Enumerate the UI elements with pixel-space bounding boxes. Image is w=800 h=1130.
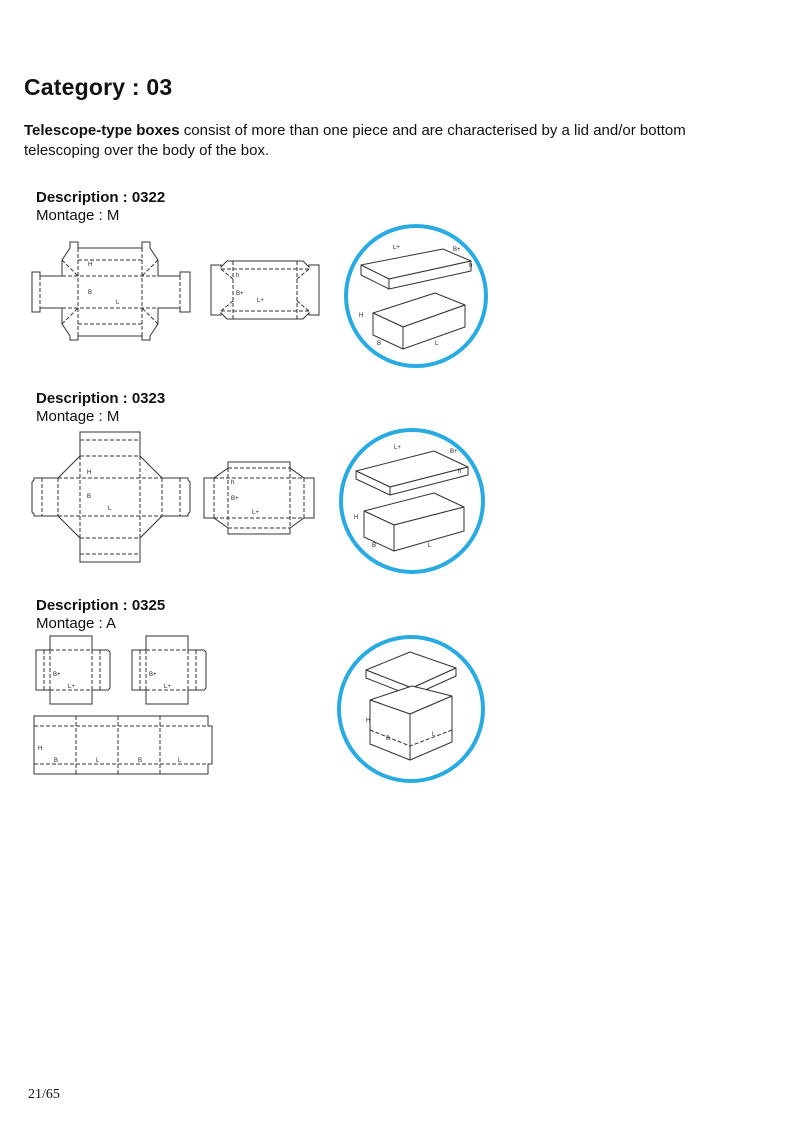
dim-label-H: H: [88, 262, 92, 268]
die-cut-body-0322: H B L: [31, 241, 191, 341]
dim-label-H: H: [38, 746, 42, 752]
illus-label-H: H: [366, 718, 370, 724]
dim-label-Lplus: L+: [164, 684, 171, 690]
die-cut-cap-b-0325: B+ L+: [131, 635, 207, 705]
description-label: Description : 0325: [36, 597, 166, 614]
illus-label-Lplus: L+: [393, 245, 400, 251]
illus-label-H: H: [354, 515, 358, 521]
dim-label-B-1: B: [54, 758, 58, 764]
illus-label-B: B: [377, 341, 381, 347]
montage-label: Montage : A: [36, 615, 117, 632]
dim-label-L: L: [116, 300, 120, 306]
section-0325-header: Description : 0325 Montage : A: [36, 597, 165, 633]
dim-label-Bplus: B+: [236, 291, 244, 297]
illus-label-L: L: [432, 732, 436, 738]
dim-label-L: L: [108, 506, 112, 512]
description-label: Description : 0322: [36, 189, 166, 206]
dim-label-Bplus: B+: [149, 672, 157, 678]
description-label: Description : 0323: [36, 390, 166, 407]
dim-label-B-2: B: [138, 758, 142, 764]
illus-label-h: h: [458, 469, 461, 475]
dim-label-h: h: [236, 273, 239, 279]
dim-label-Lplus: L+: [68, 684, 75, 690]
section-0322-header: Description : 0322 Montage : M: [36, 189, 165, 225]
illus-label-Bplus: B+: [450, 449, 458, 455]
illus-label-B: B: [372, 543, 376, 549]
die-cut-lid-0322: h B+ L+: [210, 260, 320, 320]
dim-label-L-2: L: [178, 758, 182, 764]
dim-label-B: B: [88, 290, 92, 296]
illus-label-h: h: [469, 263, 472, 269]
die-cut-cap-a-0325: B+ L+: [35, 635, 111, 705]
die-cut-sleeve-0325: H B L B L: [33, 715, 213, 775]
dim-label-H: H: [87, 470, 91, 476]
intro-paragraph: Telescope-type boxes consist of more tha…: [24, 121, 764, 161]
dim-label-Lplus: L+: [257, 298, 264, 304]
illus-label-H: H: [359, 313, 363, 319]
dim-label-Lplus: L+: [252, 510, 259, 516]
dim-label-L-1: L: [96, 758, 100, 764]
die-cut-lid-0323: h B+ L+: [203, 461, 315, 535]
section-0323-header: Description : 0323 Montage : M: [36, 390, 165, 426]
illus-label-Lplus: L+: [394, 445, 401, 451]
intro-bold-term: Telescope-type boxes: [24, 122, 180, 139]
page-title: Category : 03: [24, 74, 173, 100]
box-illustration-0322: L+ B+ h H B L: [344, 224, 488, 368]
intro-text: consist of more than one piece and are c…: [24, 122, 686, 159]
dim-label-B: B: [87, 494, 91, 500]
dim-label-h: h: [231, 480, 234, 486]
illus-label-L: L: [435, 341, 439, 347]
montage-label: Montage : M: [36, 408, 120, 425]
die-cut-body-0323: H B L: [31, 431, 191, 563]
montage-label: Montage : M: [36, 207, 120, 224]
illus-label-B: B: [386, 736, 390, 742]
dim-label-Bplus: B+: [53, 672, 61, 678]
dim-label-Bplus: B+: [231, 496, 239, 502]
illus-label-L: L: [428, 543, 432, 549]
box-illustration-0325: H B L: [337, 635, 485, 783]
box-illustration-0323: L+ B+ h H B L: [339, 428, 485, 574]
page-number: 21/65: [28, 1087, 60, 1102]
illus-label-Bplus: B+: [453, 247, 461, 253]
